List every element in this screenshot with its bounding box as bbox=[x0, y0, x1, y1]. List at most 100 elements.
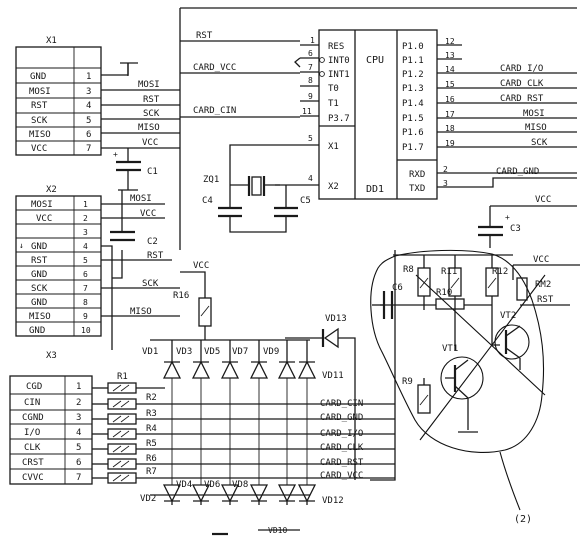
cpu-pin-num: 14 bbox=[445, 65, 455, 74]
cpu-pin-p16: P1.6 bbox=[402, 128, 424, 138]
r2-label: R2 bbox=[146, 393, 157, 403]
x2-pin-num: 7 bbox=[83, 284, 88, 293]
r5-label: R5 bbox=[146, 439, 157, 449]
vt1-label: VT1 bbox=[442, 344, 458, 354]
x3-pin-num: 5 bbox=[76, 443, 81, 453]
x3-pin-num: 7 bbox=[76, 473, 81, 483]
x2-pin-num: 3 bbox=[83, 228, 88, 237]
vd-top-label: VD3 bbox=[176, 347, 192, 357]
cpu-pin-x2: X2 bbox=[328, 182, 339, 192]
series-resistor-symbol bbox=[92, 428, 395, 440]
x1-net: VCC bbox=[142, 138, 158, 148]
cpu-pin-num: 19 bbox=[445, 139, 455, 148]
x1-net: SCK bbox=[143, 109, 160, 119]
c6-label: C6 bbox=[392, 283, 403, 293]
x3-pin-name: CLK bbox=[24, 443, 41, 453]
x2-pin-name: VCC bbox=[36, 214, 52, 224]
x3-pin-num: 2 bbox=[76, 398, 81, 408]
annotation: (2) bbox=[499, 451, 532, 525]
cpu-pin-num: 6 bbox=[308, 49, 313, 58]
top-nets: RST CARD_VCC CARD_CIN bbox=[120, 7, 577, 250]
x2-pin-num: 4 bbox=[83, 242, 88, 251]
cpu-pin-num: 11 bbox=[302, 107, 312, 116]
x2-pin-num: 1 bbox=[83, 200, 88, 209]
net-label-vcc-transistor: VCC bbox=[533, 255, 549, 265]
card-net-io: CARD_I/O bbox=[320, 429, 363, 439]
r3-label: R3 bbox=[146, 409, 157, 419]
vd-top-label: VD11 bbox=[322, 371, 344, 381]
r1-label: R1 bbox=[117, 372, 128, 382]
series-resistor-symbols bbox=[92, 382, 395, 484]
zq1-label: ZQ1 bbox=[203, 175, 219, 185]
card-net-gnd: CARD_GND bbox=[320, 413, 363, 423]
r8-label: R8 bbox=[403, 265, 414, 275]
cpu-pin-p11: P1.1 bbox=[402, 56, 424, 66]
x1-pin-name: RST bbox=[31, 101, 48, 111]
x3-pin-name: CGD bbox=[26, 382, 42, 392]
x2-net: MISO bbox=[130, 307, 152, 317]
cpu-pin-num: 13 bbox=[445, 51, 455, 60]
card-net-rst: CARD_RST bbox=[320, 458, 364, 468]
vd-bot-label: VD8 bbox=[232, 480, 248, 490]
cpu-pin-p13: P1.3 bbox=[402, 84, 424, 94]
diode-symbol bbox=[162, 340, 182, 379]
cpu-pin-p10: P1.0 bbox=[402, 42, 424, 52]
net-label-sck-right: SCK bbox=[531, 138, 548, 148]
net-label-vcc-c3: VCC bbox=[535, 195, 551, 205]
x3-pin-name: CGND bbox=[22, 413, 44, 423]
x3-pin-num: 3 bbox=[76, 413, 81, 423]
x3-title: X3 bbox=[46, 351, 57, 361]
vt2-label: VT2 bbox=[500, 311, 516, 321]
cpu-designator: DD1 bbox=[366, 184, 384, 195]
card-nets: CARD_CIN CARD_GND CARD_I/O CARD_CLK CARD… bbox=[320, 250, 396, 481]
cpu-pin-int0: INT0 bbox=[328, 56, 350, 66]
annotation-label: (2) bbox=[514, 514, 532, 525]
x2-pin-num: 5 bbox=[83, 256, 88, 265]
cpu-pin-num: 2 bbox=[443, 165, 448, 174]
vd-top-label: VD7 bbox=[232, 347, 248, 357]
x1-pin-num: 4 bbox=[86, 101, 91, 111]
r16-label: R16 bbox=[173, 291, 189, 301]
cpu-pin-rxd: RXD bbox=[409, 170, 425, 180]
c5-label: C5 bbox=[300, 196, 311, 206]
r12-label: R12 bbox=[492, 267, 508, 277]
cpu-pin-t0: T0 bbox=[328, 84, 339, 94]
diode-symbol bbox=[220, 340, 240, 379]
right-nets: CARD_I/O CARD_CLK CARD_RST MOSI MISO SCK… bbox=[462, 64, 580, 306]
card-net-vcc: CARD_VCC bbox=[320, 471, 363, 481]
series-resistor-symbol bbox=[92, 382, 165, 394]
x2-pin-num: 10 bbox=[81, 326, 91, 335]
cpu-pin-num: 16 bbox=[445, 95, 455, 104]
series-resistor-symbol bbox=[92, 458, 395, 470]
net-label-card-cin-top: CARD_CIN bbox=[193, 106, 236, 116]
r10-label: R10 bbox=[436, 288, 452, 298]
vd-top-label: VD1 bbox=[142, 347, 158, 357]
cpu-pin-num: 17 bbox=[445, 110, 455, 119]
diode-symbol bbox=[297, 340, 317, 379]
cpu-title: CPU bbox=[366, 55, 384, 66]
x1-pin-name: MISO bbox=[29, 130, 51, 140]
series-resistor-symbol bbox=[92, 443, 395, 455]
net-label-rst-transistor: RST bbox=[537, 295, 554, 305]
vd-top-label: VD9 bbox=[263, 347, 279, 357]
diode-symbols bbox=[162, 340, 317, 505]
net-label-miso-right: MISO bbox=[525, 123, 547, 133]
c1-label: C1 bbox=[147, 167, 158, 177]
cpu-pin-num: 5 bbox=[308, 134, 313, 143]
x1-net: MOSI bbox=[138, 80, 160, 90]
x2-net: VCC bbox=[140, 209, 156, 219]
capacitor-c3: + C3 bbox=[478, 213, 521, 248]
cpu-pin-num: 7 bbox=[308, 63, 313, 72]
cpu-pin-num: 3 bbox=[443, 179, 448, 188]
c2-label: C2 bbox=[147, 237, 158, 247]
cpu-pin-num: 15 bbox=[445, 80, 455, 89]
vd-bot-label: VD12 bbox=[322, 496, 344, 506]
x1-pin-num: 7 bbox=[86, 144, 91, 154]
x3-pin-num: 6 bbox=[76, 458, 81, 468]
vd-top-label: VD5 bbox=[204, 347, 220, 357]
net-label-card-io: CARD_I/O bbox=[500, 64, 543, 74]
x1-pin-num: 5 bbox=[86, 116, 91, 126]
r11-label: R11 bbox=[441, 267, 457, 277]
cpu-pin-num: 8 bbox=[308, 76, 313, 85]
x2-net: MOSI bbox=[130, 194, 152, 204]
